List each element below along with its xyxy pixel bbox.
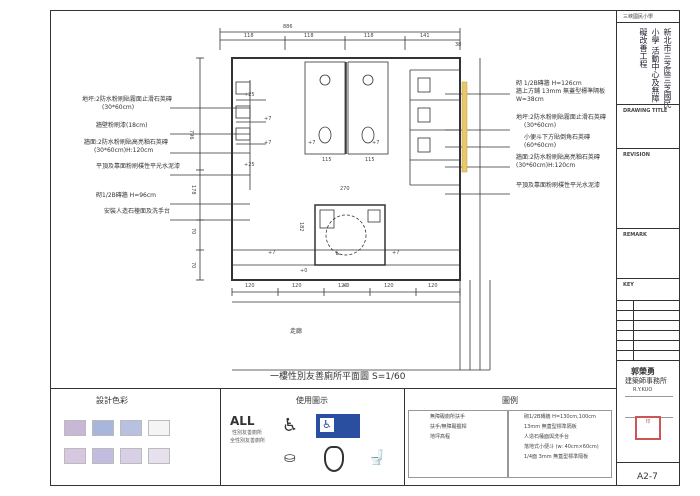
seal-stamp: 印 <box>635 416 661 440</box>
level-mark: +7 <box>372 140 380 146</box>
drawing-title-label: DRAWING TITLE <box>623 108 668 114</box>
office-en: R.Y.KUO <box>633 387 653 393</box>
legend-item: 無障礙廁所扶手 <box>430 414 466 420</box>
colors-title: 設計色彩 <box>96 396 128 405</box>
note-left-6: 平頂及靠面粉刷樸性平光水泥漆 <box>96 163 181 170</box>
legend-right-column <box>508 410 612 478</box>
legend-item: 扶手/無障礙握桿 <box>430 424 467 430</box>
level-mark: +7 <box>308 140 316 146</box>
note-left-3: 牆壁粉刷漆(18cm) <box>96 122 148 129</box>
legend-item: 1/4面 3mm 無蓋型標準隔板 <box>524 454 589 460</box>
note-right-6: (60*60cm) <box>524 142 557 149</box>
key-label: KEY <box>623 282 634 288</box>
title-block: 三峽國民小學 新北市三芝區三芝國民小學 活動中心及無障礙改善工程 DRAWING… <box>616 10 680 486</box>
office-name: 建築師事務所 <box>625 377 667 385</box>
note-right-1: 牆上方鋪 13mm 無蓋型標準隔板 <box>516 88 606 95</box>
all-gender-logo: ALL <box>230 414 255 428</box>
dim-top-4: 141 <box>420 33 430 39</box>
corridor-label: 走廊 <box>290 328 303 335</box>
project-name: 新北市三芝區三芝國民小學 活動中心及無障礙改善工程 <box>639 28 672 108</box>
level-mark: +7 <box>264 140 272 146</box>
note-right-3: 地坪:2防水粉刷貼霧面止滑石英磚 <box>516 114 606 121</box>
dim-bottom-3: 120 <box>338 283 348 289</box>
dim-total-width: 886 <box>283 24 293 30</box>
note-right-2: W=38cm <box>516 96 544 103</box>
note-right-5: 小便斗下方貼倒角石英磚 <box>524 134 591 141</box>
bottom-panel <box>50 388 616 486</box>
note-left-0: 砌1/2B磚牆 H=96cm <box>96 192 156 199</box>
dim-left-2: 178 <box>190 185 196 195</box>
level-mark: +25 <box>244 162 255 168</box>
level-mark: +7 <box>264 116 272 122</box>
plan-scale: S=1/60 <box>372 372 406 382</box>
sheet-number: A2-7 <box>637 472 658 482</box>
note-left-1: 地坪:2防水粉刷貼霧面止滑石英磚 <box>82 96 172 103</box>
office-address <box>625 396 673 418</box>
dim-mid-3: 270 <box>340 186 350 192</box>
plan-title: 一樓性別友善廁所平面圖 <box>270 372 370 382</box>
dim-top-5: 38 <box>455 42 462 48</box>
remark-label: REMARK <box>623 232 647 238</box>
dim-top-1: 118 <box>244 33 254 39</box>
note-right-4: (30*60cm) <box>524 122 557 129</box>
color-swatch <box>92 420 114 436</box>
note-left-7: 安裝人造石檯面及洗手台 <box>104 208 171 215</box>
dim-bottom-5: 120 <box>428 283 438 289</box>
title-block-top-tag: 三峽國民小學 <box>623 14 654 20</box>
note-left-4: 牆面:2防水粉刷貼高亮釉石英磚 <box>84 139 168 146</box>
legend-item: 地坪高程 <box>430 434 451 440</box>
color-swatch <box>148 420 170 436</box>
toilet-icon: 🚽 <box>368 450 386 466</box>
dim-bottom-1: 120 <box>245 283 255 289</box>
revision-label: REVISION <box>623 152 650 158</box>
legend-item: 落地式小便斗 (w: 40cm×60cm) <box>524 444 599 450</box>
dim-left-4: 70 <box>190 228 196 235</box>
level-mark: +0 <box>342 283 350 289</box>
dim-left-5: 70 <box>190 262 196 269</box>
dim-top-2: 118 <box>304 33 314 39</box>
legend-item: 13mm 無蓋型標準隔板 <box>524 424 577 430</box>
dim-mid-2: 115 <box>365 157 375 163</box>
all-gender-sub: 性別友善廁所 <box>232 430 263 436</box>
baby-changing-icon: ⛀ <box>284 450 296 466</box>
sheet-border <box>50 10 680 486</box>
note-left-2: (30*60cm) <box>102 104 135 111</box>
color-swatch <box>148 448 170 464</box>
color-swatch <box>92 448 114 464</box>
level-mark: +7 <box>268 250 276 256</box>
legend-title: 圖例 <box>502 396 518 405</box>
icons-title: 使用圖示 <box>296 396 328 405</box>
level-mark: +7 <box>392 250 400 256</box>
all-gender-caption: 全性別友善廁所 <box>230 438 266 444</box>
dim-bottom-4: 120 <box>384 283 394 289</box>
note-right-8: (30*60cm)H:120cm <box>516 162 576 169</box>
urinal-icon <box>324 446 344 472</box>
color-swatch <box>64 448 86 464</box>
color-swatch <box>120 420 142 436</box>
level-mark: +0 <box>300 268 308 274</box>
legend-item: 砌1/2B磚牆 H=130cm,100cm <box>524 414 596 420</box>
note-right-9: 平頂及靠面粉刷樸性平光水泥漆 <box>516 182 601 189</box>
wheelchair-icon: ♿ <box>282 415 299 436</box>
dim-left-total: 796 <box>188 130 194 140</box>
note-left-5: (30*60cm)H:120cm <box>94 147 154 154</box>
dim-mid-1: 115 <box>322 157 332 163</box>
dim-top-3: 118 <box>364 33 374 39</box>
color-swatch <box>64 420 86 436</box>
dim-bottom-2: 120 <box>292 283 302 289</box>
svg-text:♿: ♿ <box>335 250 340 257</box>
all-gender-sign: ALL 性別友善廁所 全性別友善廁所 <box>226 412 276 456</box>
legend-left-column <box>408 410 508 478</box>
dim-left-3: 182 <box>298 222 304 232</box>
note-right-7: 牆面:2防水粉刷貼高亮釉石英磚 <box>516 154 600 161</box>
architect-name: 郭榮勇 <box>631 367 655 376</box>
color-swatch <box>120 448 142 464</box>
legend-item: 人造石檯面與洗手台 <box>524 434 570 440</box>
floor-plan: ♿ <box>170 28 510 371</box>
note-right-0: 砌 1/2B磚牆 H=126cm <box>516 80 582 87</box>
accessible-toilet-sign-icon: ♿ <box>316 414 360 438</box>
level-mark: +25 <box>244 92 255 98</box>
